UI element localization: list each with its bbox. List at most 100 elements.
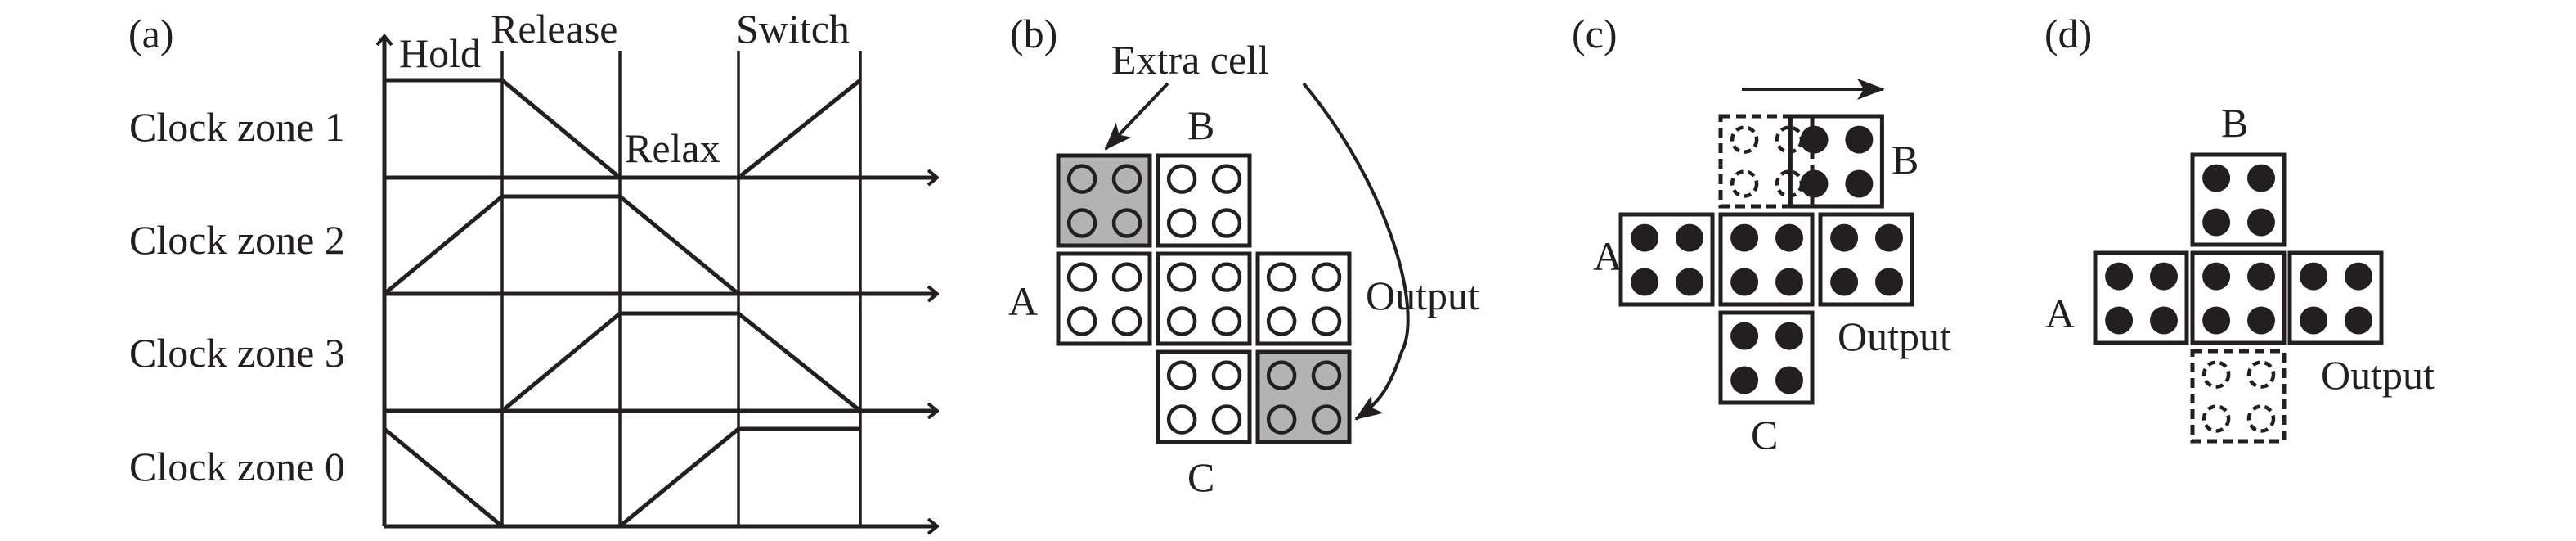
electron-dot xyxy=(1730,366,1759,394)
electron-dot xyxy=(2202,262,2231,291)
quantum-dot xyxy=(1166,262,1197,292)
electron-dot xyxy=(1775,223,1803,252)
extra-cell-annotation: Extra cell xyxy=(1111,37,1269,83)
qca-cell-input-b xyxy=(2190,152,2287,247)
extra-cell-arrow-icon xyxy=(1104,82,1169,151)
electron-dot xyxy=(1775,268,1803,296)
quantum-dot xyxy=(1166,164,1197,194)
input-c-label: C xyxy=(1751,412,1778,458)
electron-dot xyxy=(2300,306,2328,335)
electron-dot xyxy=(1676,268,1703,296)
phase-label-relax: Relax xyxy=(625,125,720,171)
electron-dot xyxy=(1830,268,1859,296)
input-b-label: B xyxy=(2221,100,2248,146)
input-a-label: A xyxy=(2045,291,2075,336)
electron-dot xyxy=(2247,164,2275,192)
electron-dot xyxy=(2202,164,2231,192)
quantum-dot xyxy=(1211,404,1242,435)
electron-dot xyxy=(2105,306,2134,335)
electron-dot xyxy=(2150,306,2178,335)
quantum-dot xyxy=(1066,208,1097,238)
quantum-dot xyxy=(2246,404,2276,433)
electron-dot xyxy=(1676,223,1703,252)
quantum-dot xyxy=(1066,262,1097,292)
quantum-dot xyxy=(2201,360,2231,389)
panel-b: (b) Extra cell B A C Output xyxy=(1008,11,1479,500)
electron-dot xyxy=(1631,268,1659,296)
cell-frame xyxy=(1788,114,1884,209)
input-a-label: A xyxy=(1593,233,1622,279)
clock-wave-clock-zone-0 xyxy=(383,426,860,529)
qca-cell-right xyxy=(1818,212,1914,307)
electron-dot xyxy=(1875,268,1903,296)
quantum-dot xyxy=(1111,306,1142,336)
phase-label-release: Release xyxy=(491,6,617,52)
quantum-dot xyxy=(1166,306,1197,336)
electron-dot xyxy=(2247,306,2275,335)
qca-cell-center xyxy=(1718,212,1815,307)
panel-c-label: (c) xyxy=(1572,11,1618,56)
input-a-label: A xyxy=(1008,278,1038,324)
quantum-dot xyxy=(1266,360,1297,390)
qca-cell-input-c xyxy=(1718,310,1815,405)
quantum-dot xyxy=(1211,306,1242,336)
cell-frame xyxy=(1718,114,1815,209)
quantum-dot xyxy=(1266,306,1297,336)
qca-cell-input-a xyxy=(1056,251,1152,346)
quantum-dot xyxy=(1211,208,1242,238)
qca-cell-input-b-shifted xyxy=(1788,114,1884,209)
phase-label-switch: Switch xyxy=(736,6,850,52)
electron-dot xyxy=(1730,322,1759,350)
electron-dot xyxy=(1631,223,1659,252)
quantum-dot xyxy=(1730,169,1759,198)
electron-dot xyxy=(2247,262,2275,291)
panel-a: (a) Hold Release Relax Switch Clock zone… xyxy=(128,6,937,526)
electron-dot xyxy=(2247,208,2275,237)
electron-dot xyxy=(2345,306,2372,335)
output-label: Output xyxy=(1838,313,1951,359)
electron-dot xyxy=(1830,223,1859,252)
electron-dot xyxy=(1730,223,1759,252)
quantum-dot xyxy=(1730,125,1759,154)
zone-label-2: Clock zone 2 xyxy=(129,217,345,263)
quantum-dot xyxy=(1066,164,1097,194)
panel-c: (c) B A Output C xyxy=(1572,11,1951,458)
quantum-dot xyxy=(1311,360,1342,390)
quantum-dot xyxy=(1166,404,1197,435)
qca-cell-right xyxy=(2287,250,2384,345)
electron-dot xyxy=(1730,268,1759,296)
electron-dot xyxy=(2150,262,2178,291)
qca-cell-center xyxy=(2190,250,2287,345)
electron-dot xyxy=(1875,223,1903,252)
quantum-dot xyxy=(1211,360,1242,390)
panel-d-cells xyxy=(2093,152,2384,444)
panel-b-cells xyxy=(1056,153,1352,444)
panel-d-label: (d) xyxy=(2044,11,2092,56)
quantum-dot xyxy=(1166,360,1197,390)
clock-waveforms xyxy=(383,78,862,529)
clock-wave-clock-zone-3 xyxy=(384,311,862,413)
input-b-label: B xyxy=(1892,137,1919,183)
output-label: Output xyxy=(2321,352,2435,398)
electron-dot xyxy=(2345,262,2372,291)
qca-cell-input-b xyxy=(1156,153,1252,248)
quantum-dot xyxy=(1266,404,1297,435)
input-c-label: C xyxy=(1187,454,1214,500)
cell-frame xyxy=(2190,349,2287,444)
qca-cell-input-b-ghost xyxy=(1718,114,1815,209)
qca-cell-input-a xyxy=(2093,250,2189,345)
quantum-dot xyxy=(1211,164,1242,194)
qca-cell-center xyxy=(1156,251,1252,346)
electron-dot xyxy=(1800,169,1829,198)
qca-cell-input-a xyxy=(1618,212,1715,307)
qca-cell-extra-cell xyxy=(1056,153,1152,248)
qca-cell-right xyxy=(1255,251,1352,346)
quantum-dot xyxy=(1111,164,1142,194)
zone-label-1: Clock zone 1 xyxy=(129,104,345,150)
zone-label-0: Clock zone 0 xyxy=(129,444,345,489)
zone-label-3: Clock zone 3 xyxy=(129,330,345,376)
quantum-dot xyxy=(1166,208,1197,238)
qca-cell-output-extra xyxy=(1255,349,1352,444)
output-label: Output xyxy=(1366,273,1479,318)
